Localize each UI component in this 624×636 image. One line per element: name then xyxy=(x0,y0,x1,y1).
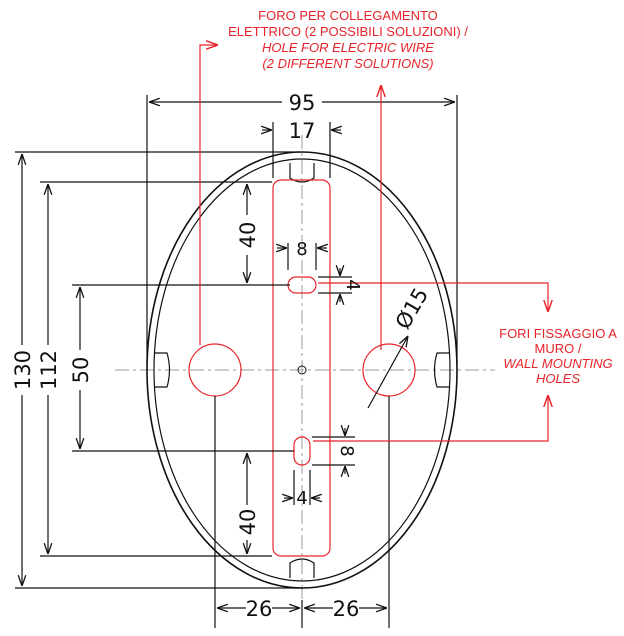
dim-inner-height: 112 xyxy=(37,350,61,390)
dim-upper-offset: 40 xyxy=(236,222,260,249)
dim-right-offset: 26 xyxy=(333,597,360,621)
dim-hole-diameter: Ø15 xyxy=(391,284,433,333)
svg-text:FORO PER COLLEGAMENTO: FORO PER COLLEGAMENTO xyxy=(258,8,438,23)
plate-outline xyxy=(146,151,458,589)
dim-slot-lower-length: 8 xyxy=(336,445,357,456)
dim-overall-height: 130 xyxy=(11,350,35,390)
centerlines xyxy=(115,135,495,620)
extension-lines xyxy=(15,95,458,628)
svg-text:ELETTRICO (2 POSSIBILI SOLUZIO: ELETTRICO (2 POSSIBILI SOLUZIONI) / xyxy=(228,24,468,39)
svg-text:MURO /: MURO / xyxy=(535,341,582,356)
svg-text:(2 DIFFERENT SOLUTIONS): (2 DIFFERENT SOLUTIONS) xyxy=(262,56,433,71)
dim-slot-upper-length: 8 xyxy=(296,239,307,260)
note-electric-wire: FORO PER COLLEGAMENTO ELETTRICO (2 POSSI… xyxy=(228,8,468,71)
svg-text:FORI FISSAGGIO A: FORI FISSAGGIO A xyxy=(499,326,617,341)
dim-slot-upper-width: 4 xyxy=(342,279,363,290)
dim-overall-width: 95 xyxy=(289,91,316,115)
red-leaders xyxy=(199,45,548,442)
dim-left-offset: 26 xyxy=(246,597,273,621)
dim-lower-offset: 40 xyxy=(236,509,260,536)
svg-text:WALL MOUNTING: WALL MOUNTING xyxy=(503,356,612,371)
dim-hole-spacing: 50 xyxy=(69,357,93,384)
note-wall-mounting: FORI FISSAGGIO A MURO / WALL MOUNTING HO… xyxy=(499,326,617,386)
dim-slot-width: 17 xyxy=(289,119,316,143)
center-mark xyxy=(297,365,307,375)
svg-text:HOLE FOR ELECTRIC WIRE: HOLE FOR ELECTRIC WIRE xyxy=(262,40,434,55)
svg-text:HOLES: HOLES xyxy=(536,371,580,386)
central-slot xyxy=(272,179,331,557)
dimension-lines xyxy=(22,102,455,608)
dim-slot-lower-width: 4 xyxy=(296,488,307,509)
